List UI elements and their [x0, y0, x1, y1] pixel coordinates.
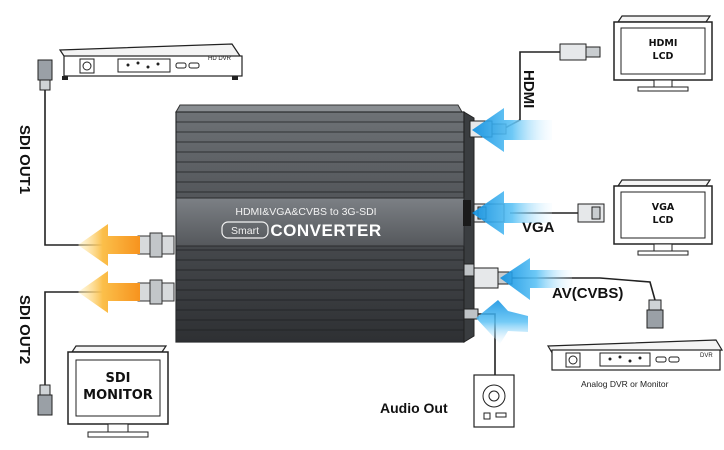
- sdi-monitor-line2: MONITOR: [83, 388, 153, 403]
- sdi-out2-port: [137, 279, 175, 305]
- audio-out-label: Audio Out: [380, 400, 448, 416]
- audio-output-arrow: [476, 300, 528, 344]
- vga-lcd-line2: LCD: [653, 215, 674, 226]
- hdmi-plug-top: [559, 43, 601, 61]
- converter-label: CONVERTER: [270, 221, 381, 240]
- sdi-out1-port: [137, 232, 175, 258]
- vga-lcd-line1: VGA: [652, 202, 675, 213]
- vga-plug-lcd: [577, 203, 605, 223]
- audio-plug: [463, 308, 479, 320]
- hd-dvr-label: HD DVR: [208, 56, 232, 62]
- heatsink-ridges: [176, 121, 464, 331]
- vga-lcd: VGA LCD: [613, 179, 713, 256]
- smart-badge-box: [221, 221, 269, 239]
- sdi-monitor-line1: SDI: [106, 371, 131, 386]
- analog-dvr-caption: Analog DVR or Monitor: [581, 379, 669, 389]
- sdi-out1-cable: [44, 90, 140, 246]
- av-label: AV(CVBS): [552, 285, 623, 302]
- vga-port: [463, 200, 471, 226]
- sdi-out1-label: SDI OUT1: [16, 125, 33, 194]
- vga-input-arrow: [472, 191, 552, 235]
- analog-dvr: DVR Analog DVR or Monitor: [546, 339, 724, 389]
- vga-label: VGA: [522, 219, 555, 236]
- analog-dvr-badge: DVR: [700, 353, 713, 359]
- hdmi-lcd: HDMI LCD: [613, 15, 713, 92]
- hdmi-label: HDMI: [520, 70, 537, 108]
- av-port: [463, 263, 475, 277]
- sdi-out2-bnc-connector: [37, 384, 53, 416]
- label-plate: [175, 197, 465, 247]
- sdi-out1-arrow: [78, 224, 140, 266]
- device-title-line: HDMI&VGA&CVBS to 3G-SDI: [235, 206, 376, 218]
- av-bnc-connector: [646, 299, 664, 329]
- hd-dvr: HD DVR: [58, 43, 243, 80]
- smart-badge: Smart: [231, 225, 259, 237]
- converter-device: HDMI&VGA&CVBS to 3G-SDI Smart CONVERTER: [175, 104, 475, 343]
- sdi-out2-label: SDI OUT2: [16, 295, 33, 364]
- hdmi-lcd-line1: HDMI: [649, 38, 678, 49]
- av-input-arrow: [500, 258, 572, 300]
- sdi-monitor: SDI MONITOR: [67, 345, 169, 438]
- speaker-icon: [473, 374, 515, 428]
- hdmi-lcd-line2: LCD: [653, 51, 674, 62]
- sdi-out1-bnc-connector: [37, 59, 53, 91]
- sdi-out2-arrow: [78, 271, 140, 313]
- hdmi-input-arrow: [472, 108, 552, 152]
